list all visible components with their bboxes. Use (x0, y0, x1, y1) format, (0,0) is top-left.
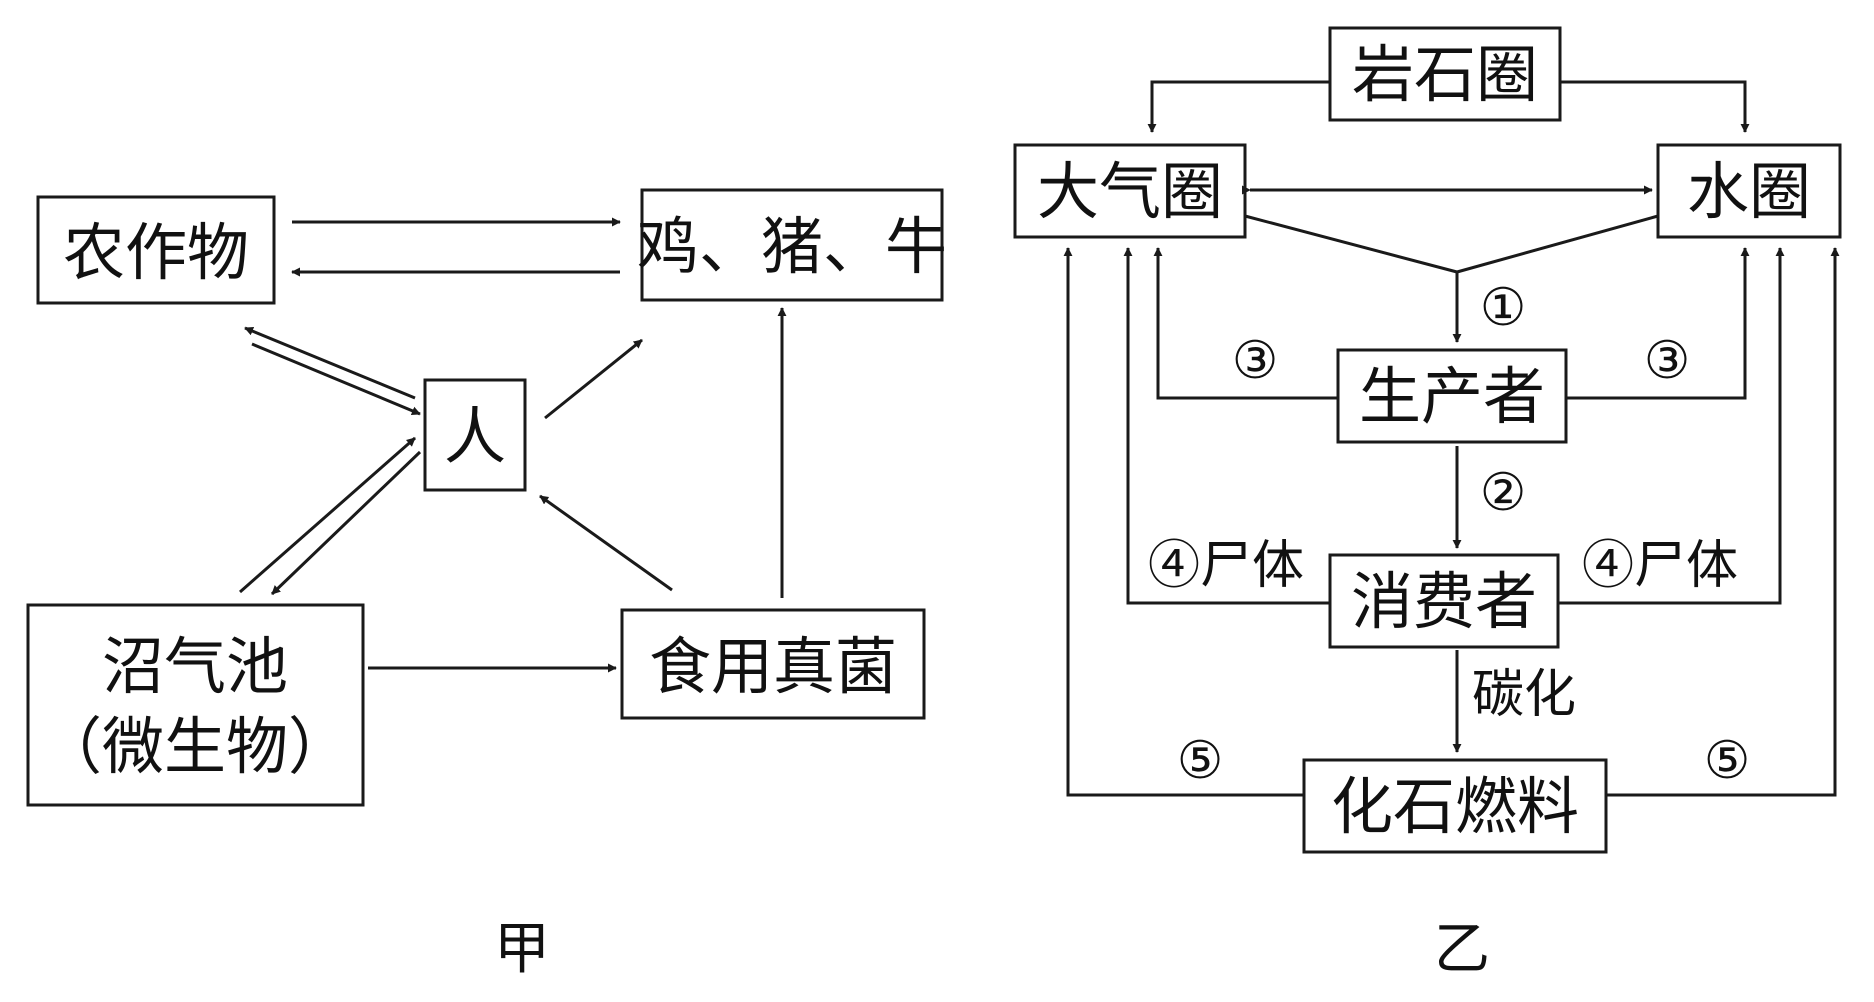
node-crops: 农作物 (63, 216, 249, 289)
arrow-biogas-to-human (239, 436, 416, 594)
arrow-human-to-biogas (270, 450, 422, 596)
line-hydrosphere-merge (1456, 214, 1659, 274)
edge-label-3-right: ③ (1644, 331, 1691, 391)
arrow-fossil-fuel-to-hydrosphere (1606, 247, 1840, 797)
node-biogas-line2: （微生物） (40, 710, 350, 783)
node-fungi: 食用真菌 (649, 630, 897, 703)
node-livestock: 鸡、猪、牛 (637, 210, 947, 283)
edge-label-1: ① (1480, 278, 1527, 338)
node-lithosphere: 岩石圈 (1352, 38, 1538, 111)
node-fossil-fuel-box (1302, 758, 1608, 854)
node-livestock-box (640, 188, 944, 302)
arrow-producer-to-hydrosphere (1566, 247, 1750, 400)
node-consumer: 消费者 (1351, 565, 1537, 638)
line-atmosphere-merge (1244, 214, 1458, 274)
node-human-box (423, 378, 527, 492)
edge-label-5-right: ⑤ (1704, 731, 1751, 791)
diagram-jia: 农作物 鸡、猪、牛 人 沼气池 （微生物） 食用真菌 甲 (26, 188, 947, 982)
node-producer-box (1336, 348, 1568, 444)
arrow-consumer-to-atmosphere (1123, 247, 1330, 605)
node-hydrosphere-box (1656, 143, 1842, 239)
node-consumer-box (1328, 553, 1560, 649)
node-hydrosphere: 水圈 (1687, 155, 1811, 228)
edge-label-4-right: ④尸体 (1582, 536, 1738, 596)
arrow-lithosphere-to-hydrosphere (1560, 80, 1750, 133)
caption-yi: 乙 (1434, 917, 1490, 982)
arrow-consumer-to-hydrosphere (1558, 247, 1785, 605)
edge-label-2: ② (1480, 463, 1527, 523)
edge-label-3-left: ③ (1232, 331, 1279, 391)
edge-label-4-left: ④尸体 (1148, 536, 1304, 596)
edge-label-5-left: ⑤ (1177, 731, 1224, 791)
arrow-producer-to-atmosphere (1153, 247, 1338, 400)
arrow-human-to-livestock (544, 338, 643, 420)
node-human: 人 (444, 400, 506, 473)
arrow-lithosphere-to-atmosphere (1147, 80, 1330, 133)
caption-jia: 甲 (494, 917, 550, 982)
arrow-crops-to-human (251, 342, 421, 416)
arrow-human-to-crops (244, 326, 416, 400)
node-biogas-line1: 沼气池 (102, 630, 288, 703)
node-fungi-box (620, 608, 926, 720)
edge-label-carbonize: 碳化 (1472, 665, 1576, 725)
arrow-fossil-fuel-to-atmosphere (1063, 247, 1304, 797)
node-fossil-fuel: 化石燃料 (1331, 770, 1579, 843)
node-biogas-box (26, 603, 365, 807)
arrow-fungi-to-human (539, 494, 673, 592)
node-atmosphere: 大气圈 (1037, 155, 1223, 228)
node-lithosphere-box (1328, 26, 1562, 122)
diagram-yi: 岩石圈 大气圈 水圈 生产者 消费者 化石燃料 ① ③ ③ ② ④尸体 (1013, 26, 1842, 982)
node-crops-box (36, 195, 276, 305)
node-producer: 生产者 (1359, 360, 1545, 433)
